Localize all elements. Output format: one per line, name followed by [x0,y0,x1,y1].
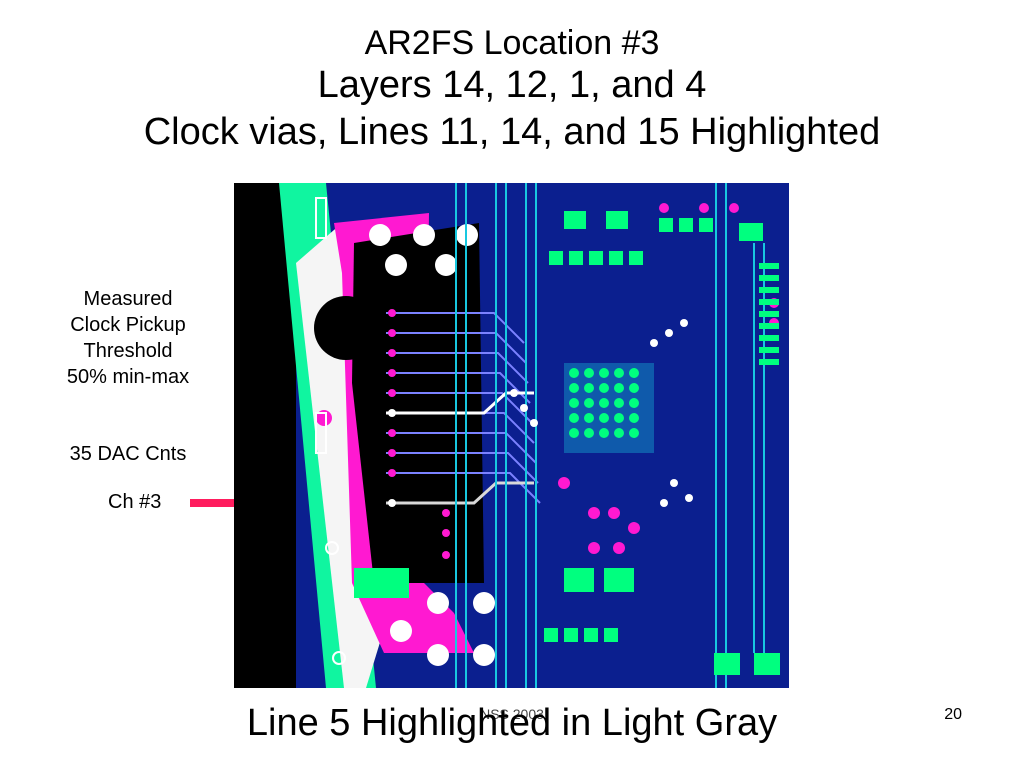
white-via-row-bottom [390,592,495,666]
white-via-column [388,409,396,507]
title-line-3: Clock vias, Lines 11, 14, and 15 Highlig… [143,111,881,153]
channel-label: Ch #3 [108,491,162,513]
figure-caption: Line 5 Highlighted in Light Gray [246,702,778,744]
vertical-cyan-traces [455,183,765,688]
highlighted-line-5 [386,481,534,505]
footer-source: NSS 2003 [480,706,544,722]
measured-line-4: 50% min-max [66,366,190,388]
page-number: 20 [944,706,962,723]
left-edge-markers [315,197,346,665]
measured-line-2: Clock Pickup [70,314,186,336]
board-black-edge [234,183,296,688]
black-region [352,223,484,583]
green-pads-top [549,211,763,265]
slide-title: AR2FS Location #3 Layers 14, 12, 1, and … [0,22,1024,156]
right-edge-connector [759,263,779,365]
horizontal-traces [386,312,541,504]
white-via-row-top [369,224,478,276]
green-pads-bottom [354,568,780,675]
measured-line-1: Measured [83,288,173,310]
bga-pad-grid [564,363,654,453]
dac-count-note: 35 DAC Cnts [69,443,187,465]
large-mounting-pad [314,296,378,360]
measured-line-3: Threshold [83,340,173,362]
magenta-via-column [388,309,450,559]
magenta-pads-scatter [316,203,779,554]
measured-note: Measured Clock Pickup Threshold 50% min-… [44,286,212,390]
pcb-layout-image [234,183,789,688]
bga-white-vias [510,319,693,507]
title-line-2: Layers 14, 12, 1, and 4 [317,64,707,106]
title-line-1: AR2FS Location #3 [364,24,660,62]
